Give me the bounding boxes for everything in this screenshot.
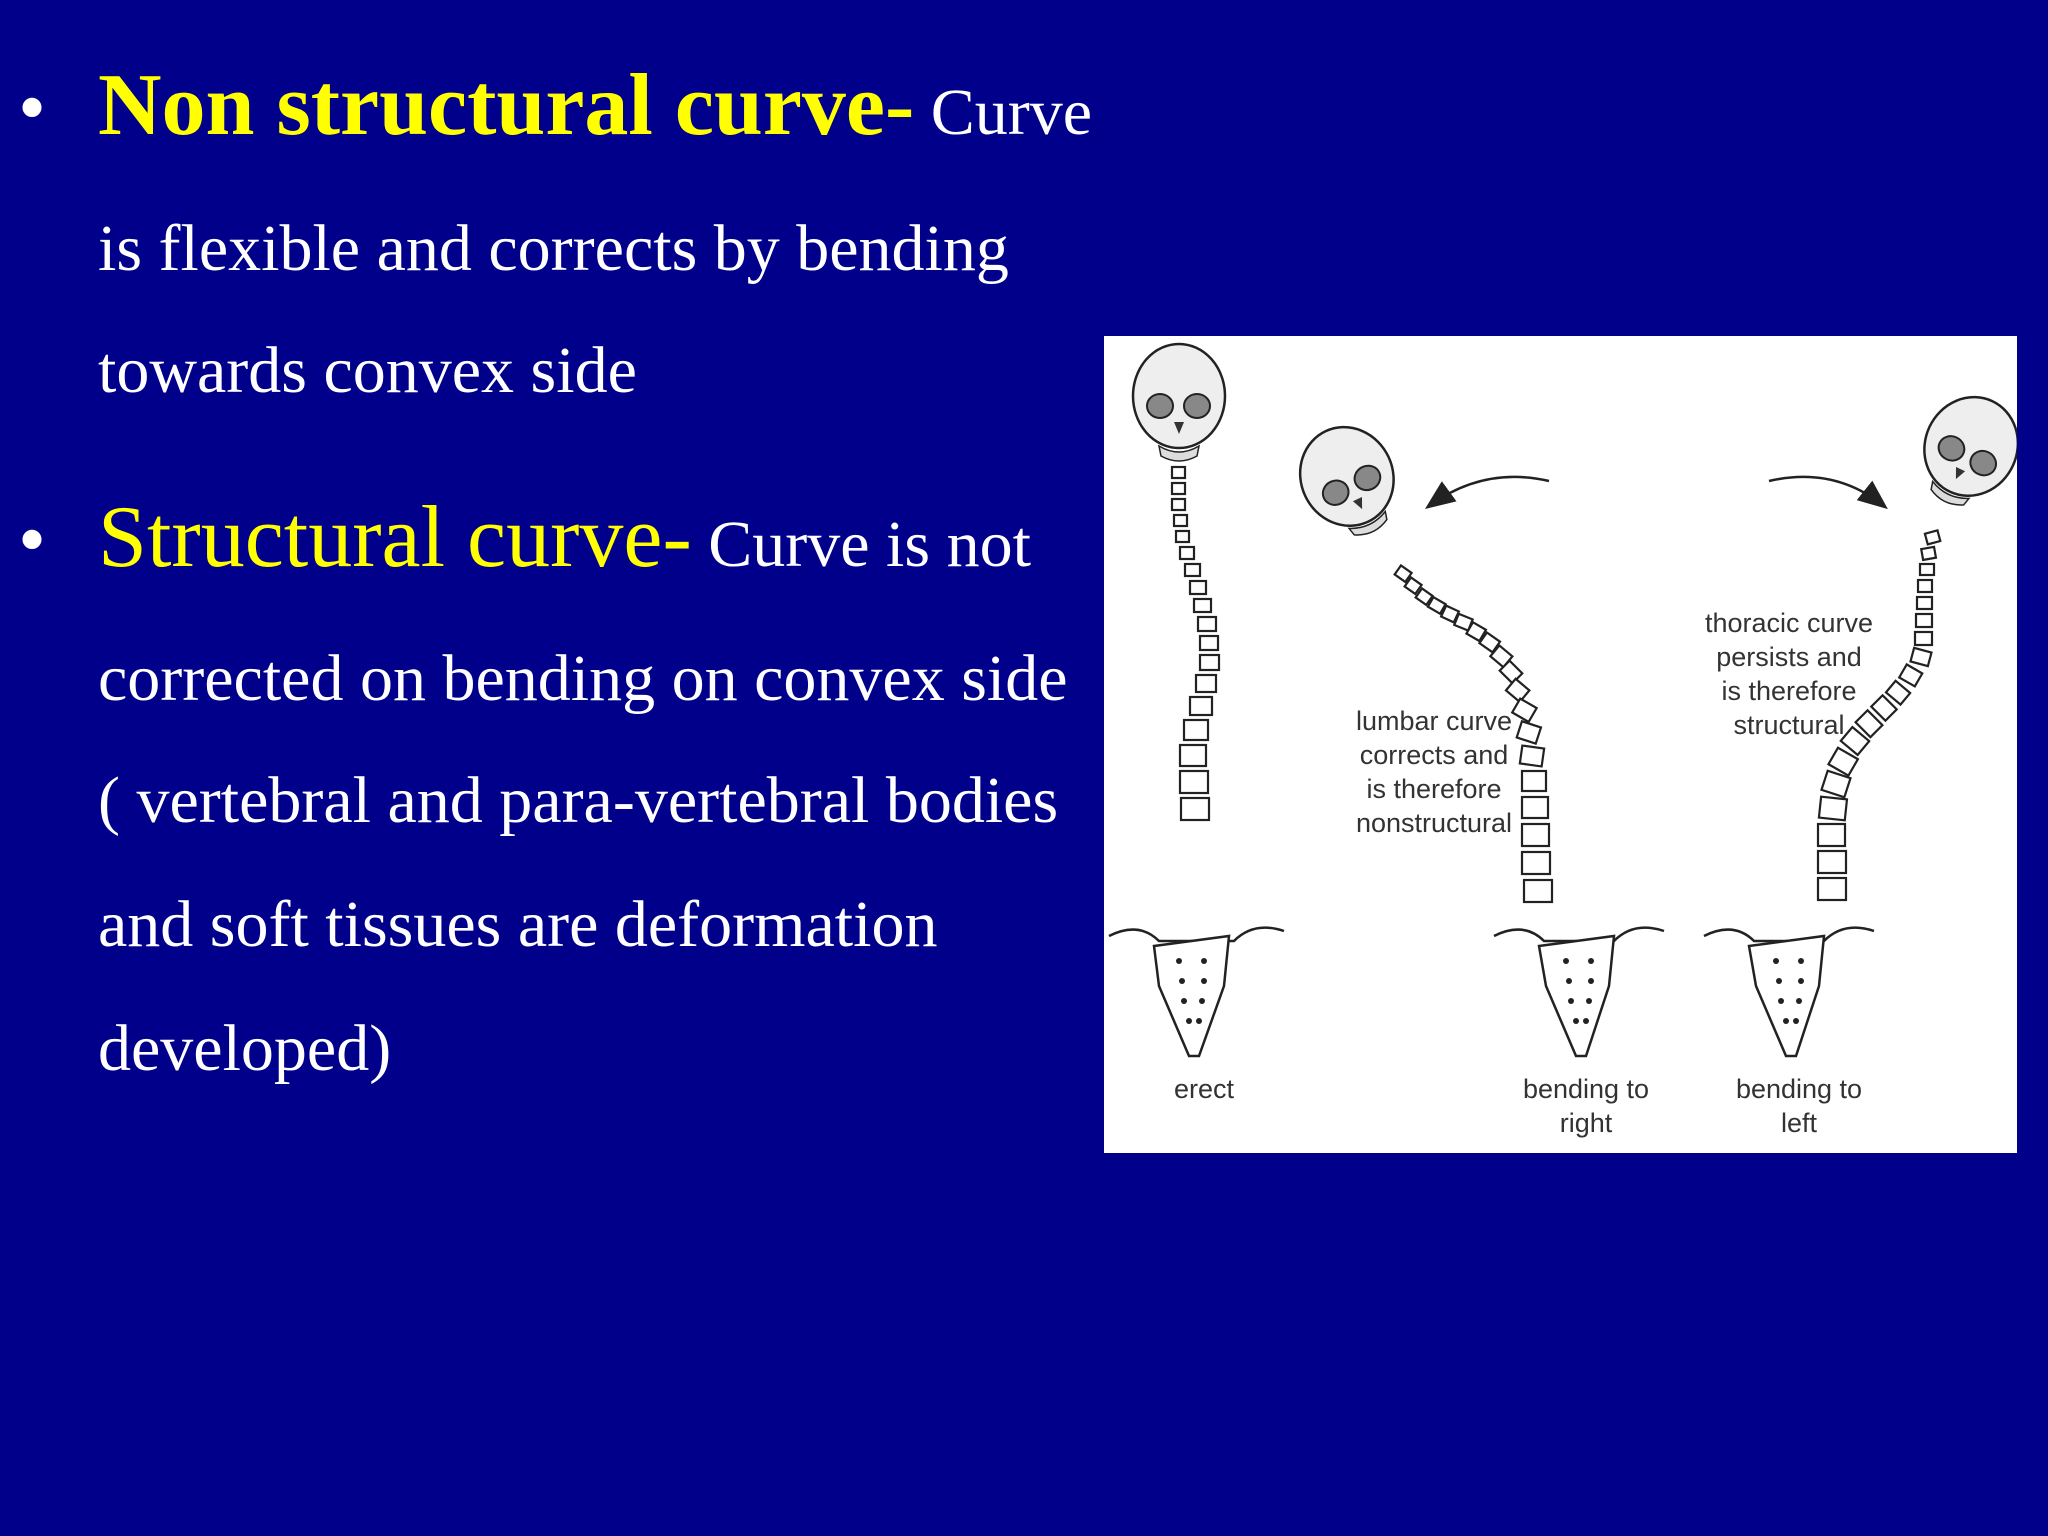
bullet-line: Non structural curve- Curve	[98, 62, 1092, 150]
spine-diagram-svg: erect	[1108, 342, 2017, 1138]
bullet-line: towards convex side	[98, 334, 637, 407]
bullet-line: is flexible and corrects by bending	[98, 212, 1009, 285]
arrow-right-icon	[1768, 475, 1888, 510]
bullet-text: Curve is not	[708, 508, 1031, 581]
label-lumbar-1: lumbar curve	[1356, 706, 1512, 736]
bullet-line: ( vertebral and para-vertebral bodies	[98, 764, 1059, 837]
label-lumbar-2: corrects and	[1360, 740, 1509, 770]
bullet-dot-icon: •	[18, 496, 47, 584]
bending-left-skeleton: thoracic curve persists and is therefore…	[1703, 395, 2017, 1138]
term-structural: Structural curve-	[98, 489, 692, 586]
spine-diagram: erect	[1104, 336, 2017, 1153]
sacrum-bending-right	[1493, 926, 1665, 1058]
skull-icon	[1298, 425, 1395, 536]
label-bending-right-2: right	[1560, 1108, 1613, 1138]
label-thoracic-2: persists and	[1716, 642, 1862, 672]
sacrum-bending-left	[1703, 926, 1875, 1058]
erect-skeleton: erect	[1108, 342, 1285, 1104]
bullet-dot-icon: •	[18, 64, 47, 152]
label-bending-left-2: left	[1781, 1108, 1818, 1138]
bullet-text: Curve	[930, 76, 1093, 149]
spine-bending-left	[1816, 529, 1942, 902]
label-lumbar-3: is therefore	[1366, 774, 1501, 804]
term-non-structural: Non structural curve-	[98, 57, 915, 154]
spine-erect	[1170, 465, 1221, 822]
spine-bending-right	[1393, 563, 1554, 904]
label-thoracic-4: structural	[1733, 710, 1844, 740]
skull-icon	[1131, 342, 1227, 462]
skull-icon	[1923, 395, 2017, 506]
arrow-left-icon	[1424, 475, 1550, 509]
label-lumbar-4: nonstructural	[1356, 808, 1512, 838]
bullet-line: corrected on bending on convex side	[98, 642, 1068, 715]
label-thoracic-1: thoracic curve	[1705, 608, 1873, 638]
bullet-line: Structural curve- Curve is not	[98, 494, 1031, 582]
bullet-line: developed)	[98, 1012, 392, 1085]
label-thoracic-3: is therefore	[1721, 676, 1856, 706]
label-bending-right-1: bending to	[1523, 1074, 1649, 1104]
bending-right-skeleton: lumbar curve corrects and is therefore n…	[1298, 425, 1665, 1138]
label-erect: erect	[1174, 1074, 1235, 1104]
bullet-line: and soft tissues are deformation	[98, 888, 938, 961]
label-bending-left-1: bending to	[1736, 1074, 1862, 1104]
sacrum-erect	[1108, 926, 1285, 1058]
